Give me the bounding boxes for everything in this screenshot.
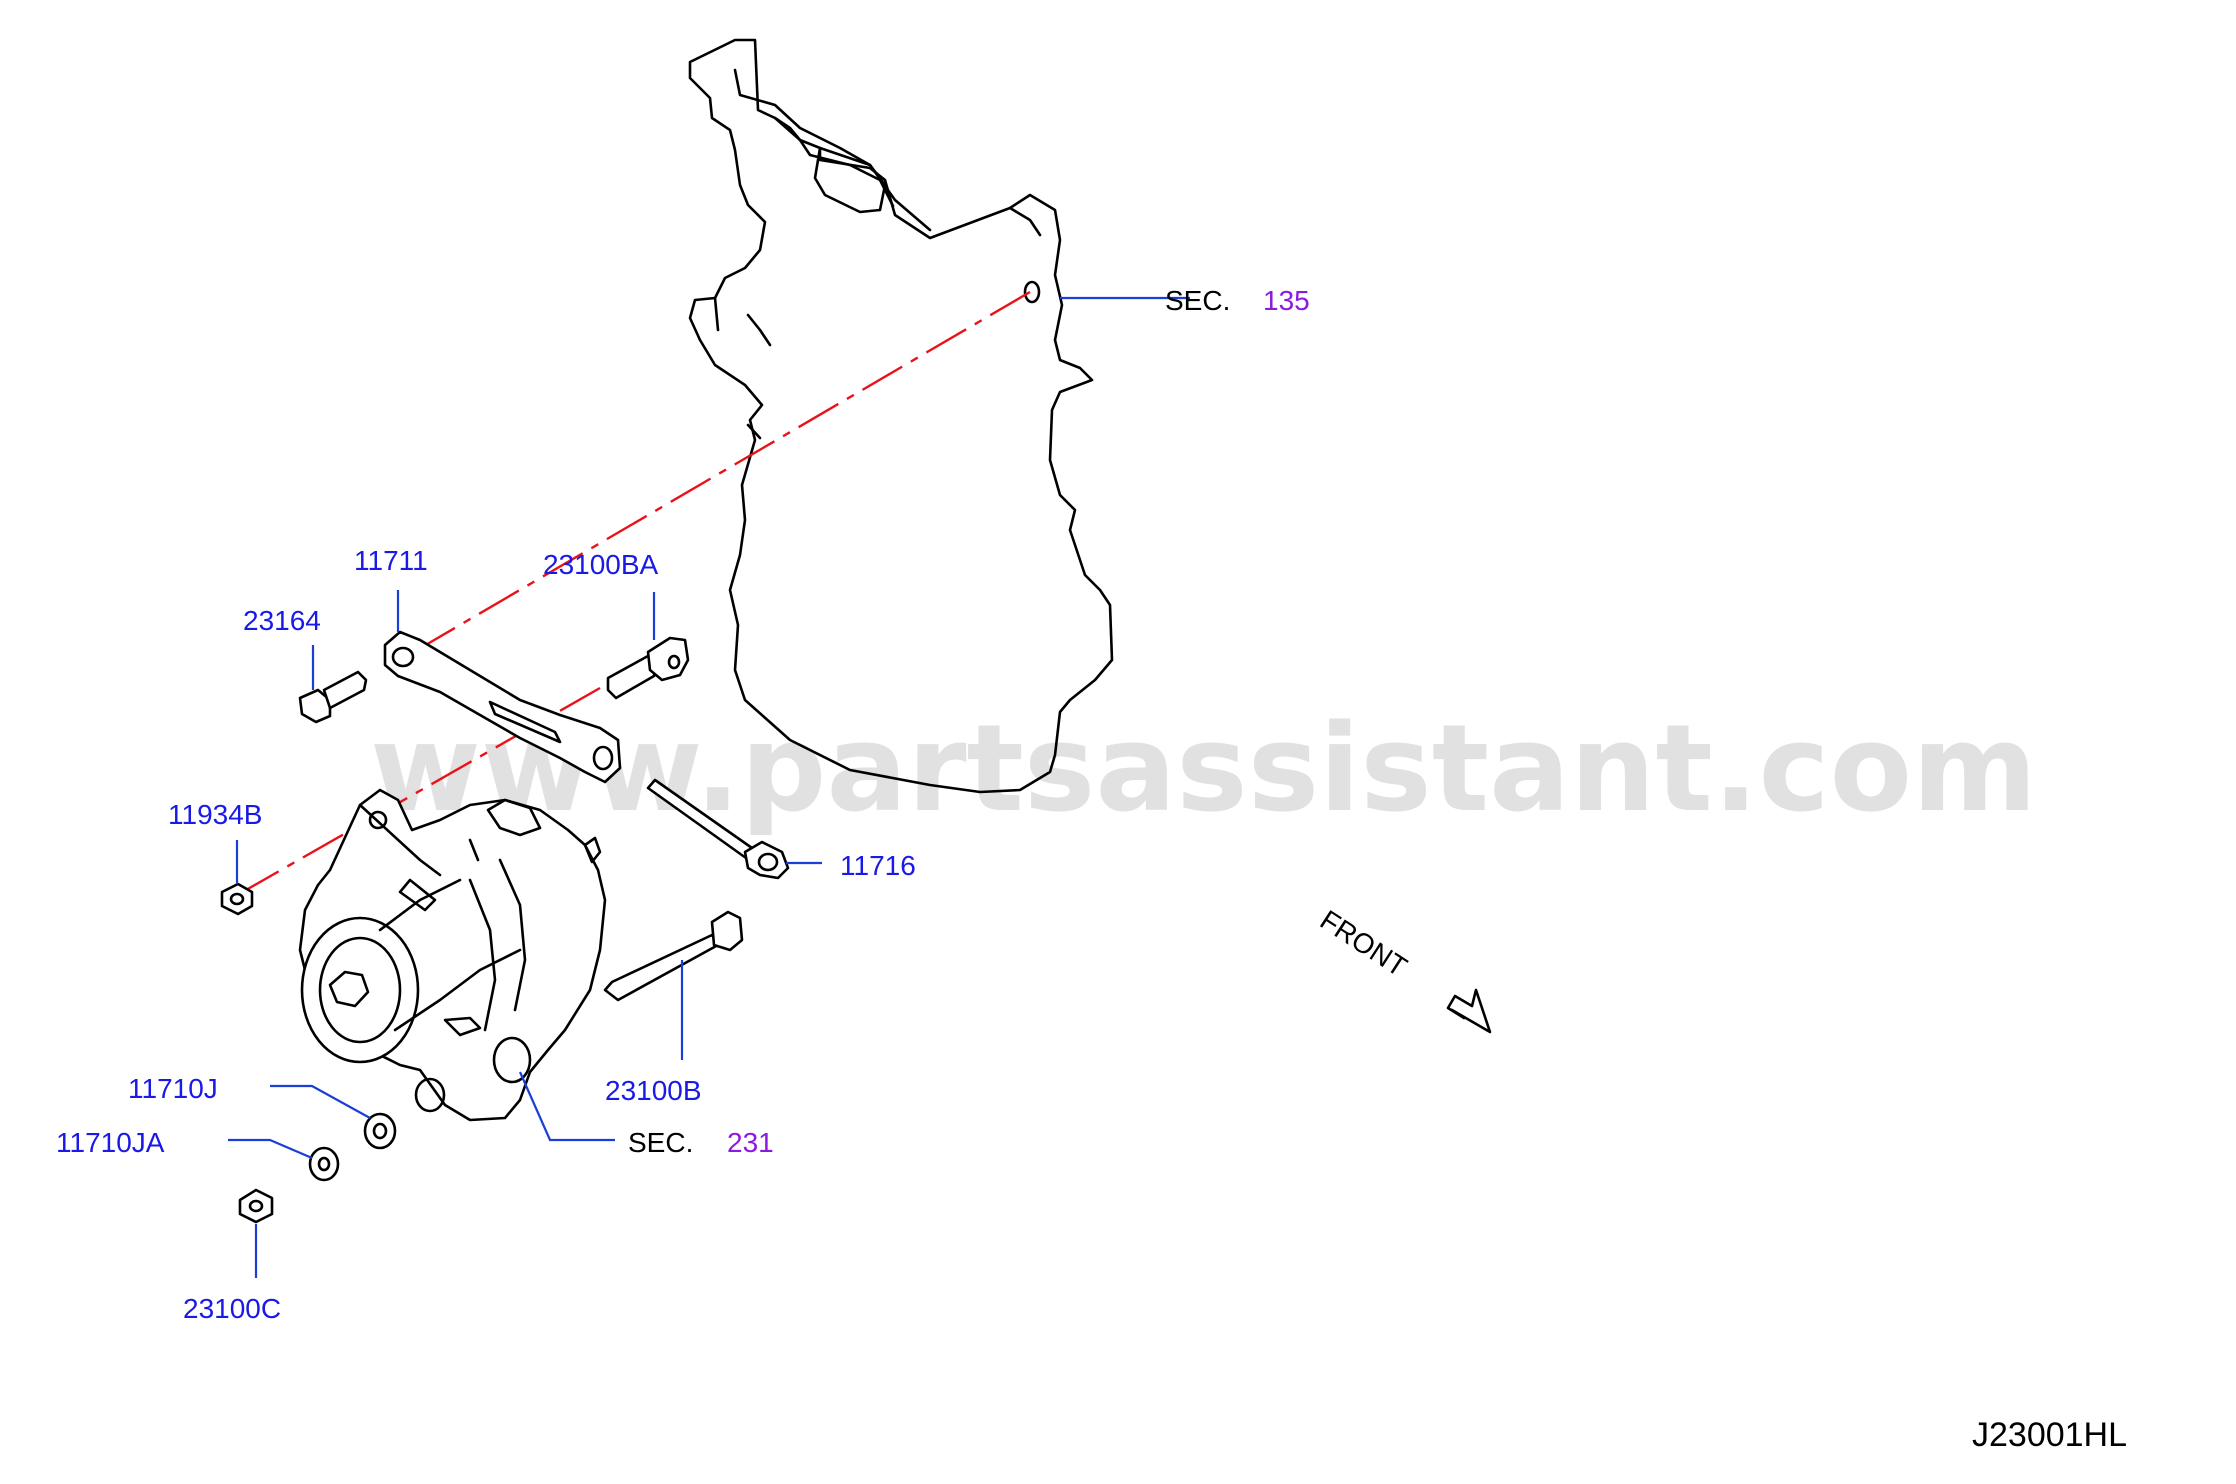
leader-11710J [270,1084,371,1119]
engine-front-cover[interactable] [688,38,1114,794]
label-11716[interactable]: 11716 [840,850,916,881]
sec-231-number[interactable]: 231 [727,1127,774,1158]
center-line-upper [399,290,1031,662]
watermark-text: www.partsassistant.com [370,700,2037,839]
stud-23100BA[interactable] [606,636,690,700]
sec-231-word: SEC. [628,1127,693,1158]
label-23100C[interactable]: 23100C [183,1293,281,1324]
label-11710JA[interactable]: 11710JA [56,1127,165,1158]
front-label: FRONT [1315,904,1413,983]
bolt-23164[interactable] [298,670,368,724]
label-23100BA[interactable]: 23100BA [543,549,659,580]
bolt-11716[interactable] [646,778,790,880]
front-arrow-icon [1446,988,1492,1034]
sec-135-word: SEC. [1165,285,1230,316]
center-line-lower [231,686,601,900]
label-11934B[interactable]: 11934B [168,799,262,830]
leader-11710JA [228,1138,313,1160]
bracket-11711[interactable] [383,630,622,784]
label-11710J[interactable]: 11710J [128,1073,218,1104]
label-11711[interactable]: 11711 [354,545,428,576]
label-23100B[interactable]: 23100B [605,1075,702,1106]
diagram-code: J23001HL [1972,1416,2127,1454]
washer-11710J[interactable] [363,1112,397,1150]
washer-11710JA[interactable] [308,1146,340,1182]
nut-23100C[interactable] [238,1188,274,1224]
alternator[interactable] [298,788,607,1122]
leader-sec-231 [518,1071,615,1142]
bolt-23100B[interactable] [603,910,744,1002]
label-23164[interactable]: 23164 [243,605,321,636]
sec-135-number[interactable]: 135 [1263,285,1310,316]
nut-11934B[interactable] [220,882,254,916]
